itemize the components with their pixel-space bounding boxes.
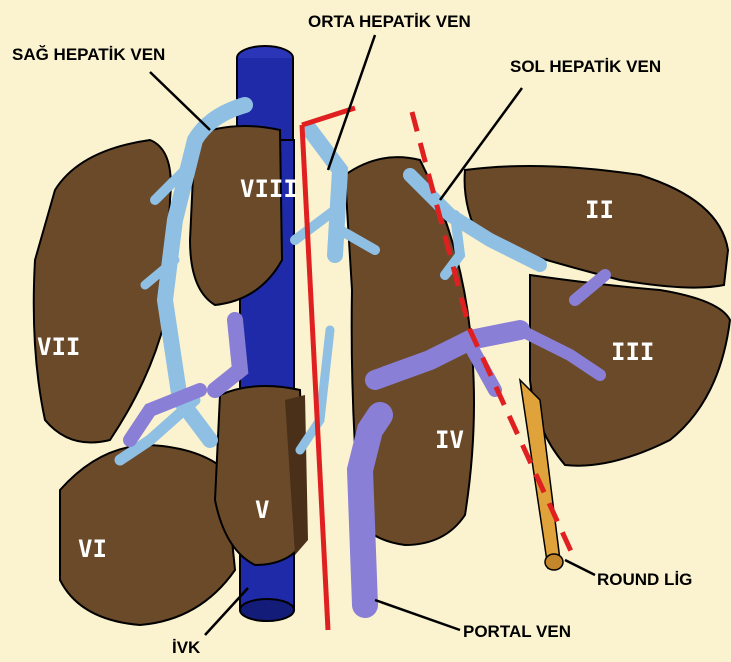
segment-ii-label: II — [585, 196, 614, 224]
segment-iii-label: III — [611, 338, 654, 366]
segment-viii-label: VIII — [240, 175, 298, 203]
label-sol-hepatik-ven: SOL HEPATİK VEN — [510, 57, 661, 76]
segment-v-label: V — [255, 496, 269, 524]
segment-vii-label: VII — [37, 333, 80, 361]
segment-viii-shape — [190, 126, 282, 305]
segment-vii-shape — [34, 140, 171, 443]
hepatic-veins — [120, 105, 540, 460]
label-orta-hepatik-ven: ORTA HEPATİK VEN — [308, 12, 471, 31]
label-round-lig: ROUND LİG — [597, 570, 692, 589]
segment-vi-label: VI — [78, 535, 107, 563]
label-portal-ven: PORTAL VEN — [463, 622, 571, 641]
segment-iv-label: IV — [435, 426, 464, 454]
label-sag-hepatik-ven: SAĞ HEPATİK VEN — [12, 45, 165, 64]
segment-iii-shape — [530, 275, 730, 466]
label-ivk: İVK — [172, 638, 201, 657]
segment-ii-shape — [465, 166, 728, 288]
